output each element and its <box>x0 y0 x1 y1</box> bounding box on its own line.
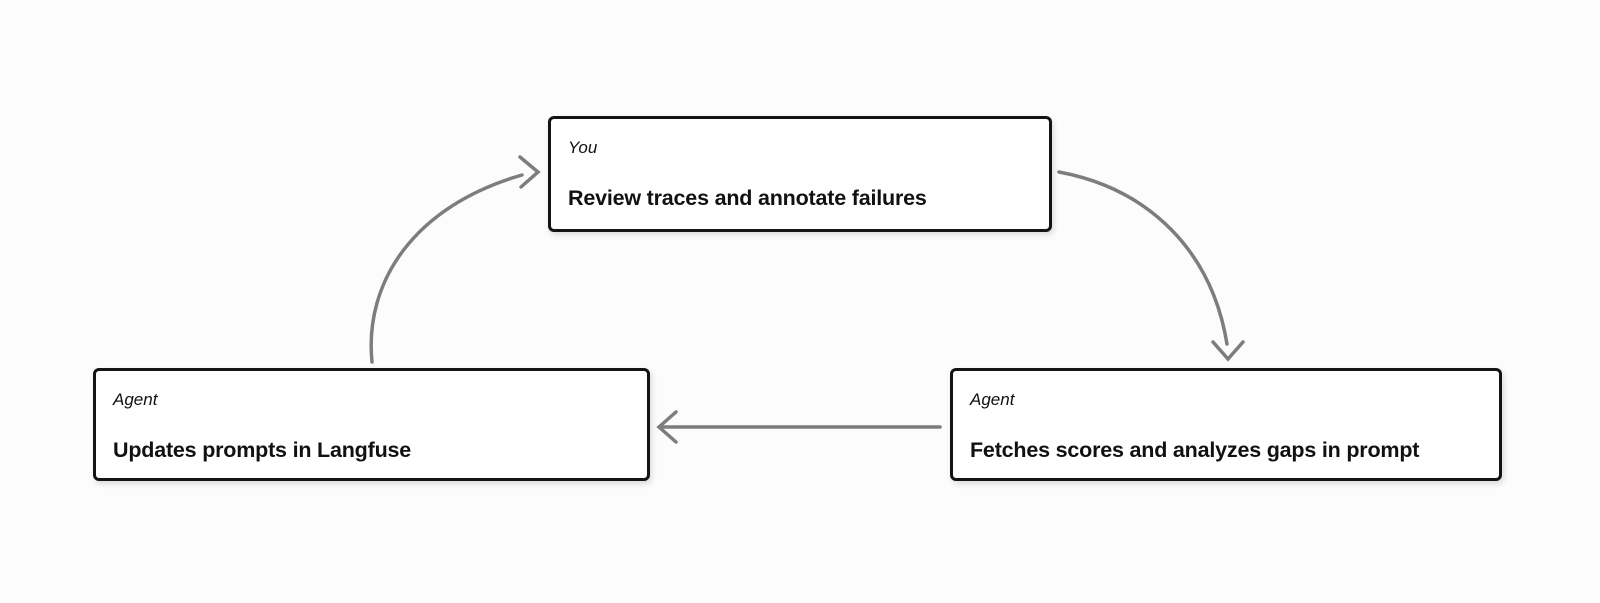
node-actor-label: You <box>568 138 598 157</box>
edge-fetch-to-update <box>656 410 942 444</box>
edge-update-to-review <box>369 155 541 364</box>
edge-fetch-to-update-arrowhead-left-icon <box>656 410 678 444</box>
edge-update-to-review-line <box>369 173 524 364</box>
edge-update-to-review-arrowhead-right-icon <box>518 155 541 189</box>
node-review-traces: You Review traces and annotate failures <box>548 116 1052 232</box>
edge-review-to-fetch <box>1057 170 1245 362</box>
node-title: Review traces and annotate failures <box>568 186 927 210</box>
node-actor-label: Agent <box>970 390 1015 409</box>
node-title: Updates prompts in Langfuse <box>113 438 412 462</box>
edge-review-to-fetch-arrowhead-down-icon <box>1211 340 1245 362</box>
node-fetches-scores: Agent Fetches scores and analyzes gaps i… <box>950 368 1502 481</box>
edge-review-to-fetch-line <box>1057 170 1229 346</box>
node-title: Fetches scores and analyzes gaps in prom… <box>970 438 1420 462</box>
node-actor-label: Agent <box>113 390 158 409</box>
node-updates-prompts: Agent Updates prompts in Langfuse <box>93 368 650 481</box>
